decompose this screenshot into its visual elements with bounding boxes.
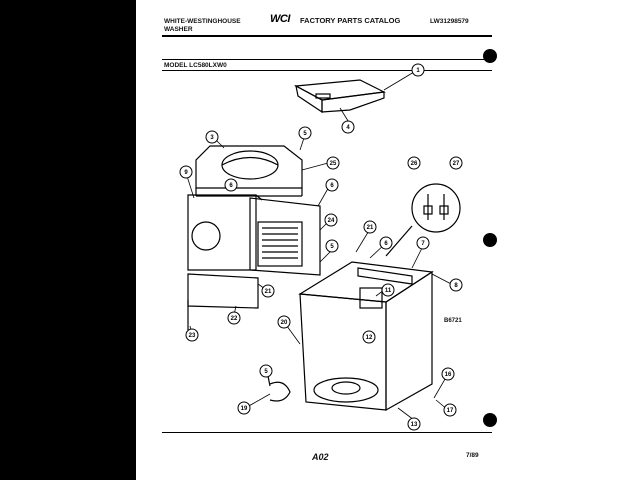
- control-console-part: [293, 79, 387, 114]
- callout-circle: [325, 239, 339, 253]
- callout-label: 23: [189, 333, 196, 339]
- callout-circle: [237, 401, 251, 415]
- appliance-type: WASHER: [164, 26, 193, 33]
- callout-label: 4: [346, 125, 350, 131]
- callout-label: 11: [385, 288, 392, 294]
- binder-hole: [483, 413, 497, 427]
- catalog-title: FACTORY PARTS CATALOG: [300, 16, 401, 25]
- footer-rule: [162, 432, 492, 433]
- document-number: LW31298579: [430, 18, 469, 25]
- callout-circle: [407, 417, 421, 431]
- catalog-sheet: [136, 0, 512, 480]
- picture-code: B6721: [444, 318, 462, 324]
- callout-label: 6: [330, 183, 334, 189]
- callout-label: 7: [421, 241, 425, 247]
- side-panel-part: [249, 197, 321, 276]
- callout-label: 8: [454, 283, 458, 289]
- revision-date: 7/89: [466, 452, 479, 459]
- inlet-hoses-part: [385, 183, 461, 257]
- callout-circle: [381, 283, 395, 297]
- callout-label: 26: [411, 161, 418, 167]
- callout-label: 22: [231, 316, 238, 322]
- callout-label: 21: [265, 289, 272, 295]
- callout-label: 13: [411, 422, 418, 428]
- callout-circle: [261, 284, 275, 298]
- callout-label: 1: [416, 68, 420, 74]
- callout-circle: [441, 367, 455, 381]
- callout-label: 21: [367, 225, 374, 231]
- model-label: MODEL LC580LXW0: [164, 62, 227, 69]
- callout-circle: [185, 328, 199, 342]
- callout-label: 6: [229, 183, 233, 189]
- callout-label: 27: [453, 161, 460, 167]
- callout-label: 17: [447, 408, 454, 414]
- callout-circle: [224, 178, 238, 192]
- callout-circle: [407, 156, 421, 170]
- callout-label: 3: [210, 135, 214, 141]
- callout-bubbles: 1 4 3 5 25 6 9 6 24 5 21 6 7 8 26 27 11 12 20 21 22 23 5 19 13 16…: [179, 63, 463, 431]
- callout-circle: [341, 120, 355, 134]
- callout-circle: [411, 63, 425, 77]
- callout-label: 9: [184, 170, 188, 176]
- manufacturer-name: WHITE-WESTINGHOUSE: [164, 18, 241, 25]
- header-rule: [162, 35, 492, 37]
- sheet-margin: [512, 0, 640, 480]
- callout-label: 12: [366, 335, 373, 341]
- callout-circle: [449, 278, 463, 292]
- model-rule-bottom: [162, 70, 492, 71]
- binder-hole: [483, 233, 497, 247]
- callout-circle: [227, 311, 241, 325]
- callout-label: 25: [330, 161, 337, 167]
- callout-label: 20: [281, 320, 288, 326]
- model-rule-top: [162, 59, 492, 60]
- callout-circle: [277, 315, 291, 329]
- drain-hose-part: [267, 375, 291, 402]
- callout-circle: [416, 236, 430, 250]
- callout-label: 19: [241, 406, 248, 412]
- callout-circle: [379, 236, 393, 250]
- callout-label: 6: [384, 241, 388, 247]
- callout-circle: [443, 403, 457, 417]
- callout-circle: [324, 213, 338, 227]
- page-number: A02: [312, 452, 329, 462]
- callout-circle: [363, 220, 377, 234]
- callout-circle: [205, 130, 219, 144]
- callout-circle: [259, 364, 273, 378]
- callout-label: 5: [264, 369, 268, 375]
- callout-label: 5: [303, 131, 307, 137]
- callout-circle: [325, 178, 339, 192]
- callout-label: 5: [330, 244, 334, 250]
- callout-label: 16: [445, 372, 452, 378]
- callout-circle: [326, 156, 340, 170]
- callout-circle: [362, 330, 376, 344]
- callout-label: 24: [328, 218, 335, 224]
- callout-circle: [449, 156, 463, 170]
- front-panel-part: [187, 194, 263, 271]
- toe-panel-part: [187, 273, 259, 330]
- callout-circle: [179, 165, 193, 179]
- cabinet-part: [298, 261, 434, 412]
- callout-circle: [298, 126, 312, 140]
- wci-logo: WCI: [270, 13, 290, 25]
- top-cover-part: [195, 145, 303, 197]
